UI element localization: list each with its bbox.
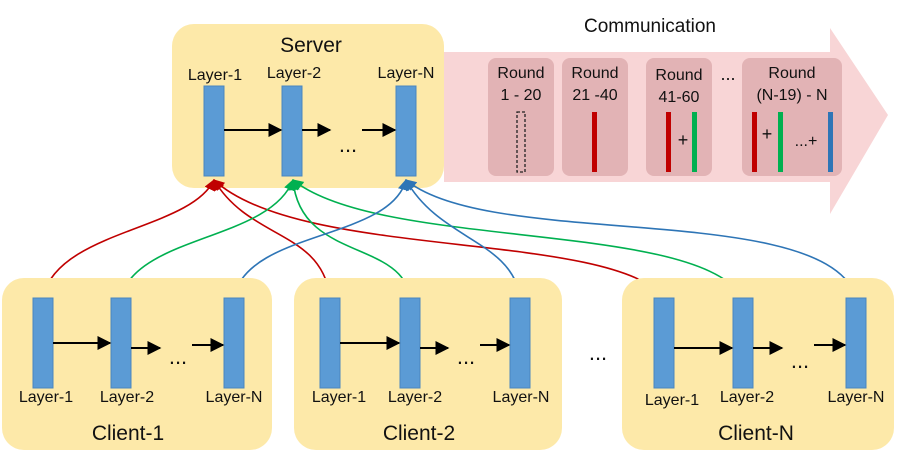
client-panel-bg: [2, 278, 272, 450]
client-layer-1-block: [319, 297, 341, 389]
round-box-1: Round 1 - 20: [488, 58, 554, 176]
green-layer-bar: [692, 112, 697, 172]
round-range: (N-19) - N: [756, 87, 827, 104]
round-label: Round: [571, 65, 618, 82]
client-layer-2-label: Layer-2: [388, 389, 442, 406]
client-layer-n-block: [845, 297, 867, 389]
client-layer-1-label: Layer-1: [312, 389, 366, 406]
empty-layer-placeholder: [516, 111, 526, 173]
blue-layer-bar: [828, 112, 833, 172]
blue-arrow-client-1: [230, 178, 409, 298]
round-label: Round: [768, 65, 815, 82]
communication-panel: Communication Round 1 - 20 Round 21 -40 …: [444, 16, 888, 214]
client-layer-n-block: [509, 297, 531, 389]
client-layer-n-block: [223, 297, 245, 389]
server-layer-2-block: [281, 85, 303, 177]
client-title: Client-N: [718, 422, 794, 445]
client-layer-2-block: [732, 297, 754, 389]
plus-sign: +: [762, 124, 773, 144]
round-box-2: Round 21 -40: [562, 58, 628, 176]
round-range: 1 - 20: [501, 87, 542, 104]
plus-sign: +: [678, 130, 689, 150]
client-layer-1-label: Layer-1: [645, 392, 699, 409]
blue-arrow-client-n: [405, 179, 858, 298]
client-panel-bg: [622, 278, 894, 450]
client-layer-n-label: Layer-N: [206, 389, 263, 406]
server-title: Server: [280, 34, 342, 57]
ellipsis-plus: ...+: [795, 133, 818, 150]
clients-ellipsis: ...: [589, 340, 607, 365]
client-title: Client-1: [92, 422, 164, 445]
green-layer-bar: [778, 112, 783, 172]
client-ellipsis: ...: [791, 348, 809, 373]
server-layer-n-label: Layer-N: [378, 65, 435, 82]
client-title: Client-2: [383, 422, 455, 445]
client-layer-2-label: Layer-2: [100, 389, 154, 406]
client-layer-n-label: Layer-N: [828, 389, 885, 406]
server-layer-2-label: Layer-2: [267, 65, 321, 82]
red-layer-bar: [666, 112, 671, 172]
client-panel-2: ... Layer-1 Layer-2 Layer-N Client-2: [294, 278, 562, 450]
red-layer-bar: [752, 112, 757, 172]
client-layer-1-block: [32, 297, 54, 389]
round-box-bg: [488, 58, 554, 176]
client-layer-n-label: Layer-N: [493, 389, 550, 406]
server-ellipsis: ...: [339, 132, 357, 157]
rounds-ellipsis: ...: [720, 64, 735, 84]
client-panel-bg: [294, 278, 562, 450]
round-range: 21 -40: [572, 87, 617, 104]
server-layer-1-label: Layer-1: [188, 67, 242, 84]
communication-title: Communication: [584, 16, 716, 37]
client-layer-2-block: [110, 297, 132, 389]
client-ellipsis: ...: [457, 344, 475, 369]
server-panel-bg: [172, 24, 444, 188]
server-panel: Server Layer-1 Layer-2 Layer-N ...: [172, 24, 444, 188]
red-layer-bar: [592, 112, 597, 172]
round-range: 41-60: [659, 89, 700, 106]
client-ellipsis: ...: [169, 344, 187, 369]
round-label: Round: [655, 67, 702, 84]
server-layer-1-block: [203, 85, 225, 177]
client-layer-2-label: Layer-2: [720, 389, 774, 406]
client-layer-1-block: [653, 297, 675, 389]
round-box-bg: [742, 58, 842, 176]
round-label: Round: [497, 65, 544, 82]
round-box-3: Round 41-60 +: [646, 58, 712, 176]
client-panel-n: ... Layer-1 Layer-2 Layer-N Client-N: [622, 278, 894, 450]
server-layer-n-block: [395, 85, 417, 177]
client-layer-2-block: [399, 297, 421, 389]
round-box-4: Round (N-19) - N + ...+: [742, 58, 842, 176]
client-layer-1-label: Layer-1: [19, 389, 73, 406]
client-panel-1: ... Layer-1 Layer-2 Layer-N Client-1: [2, 278, 272, 450]
